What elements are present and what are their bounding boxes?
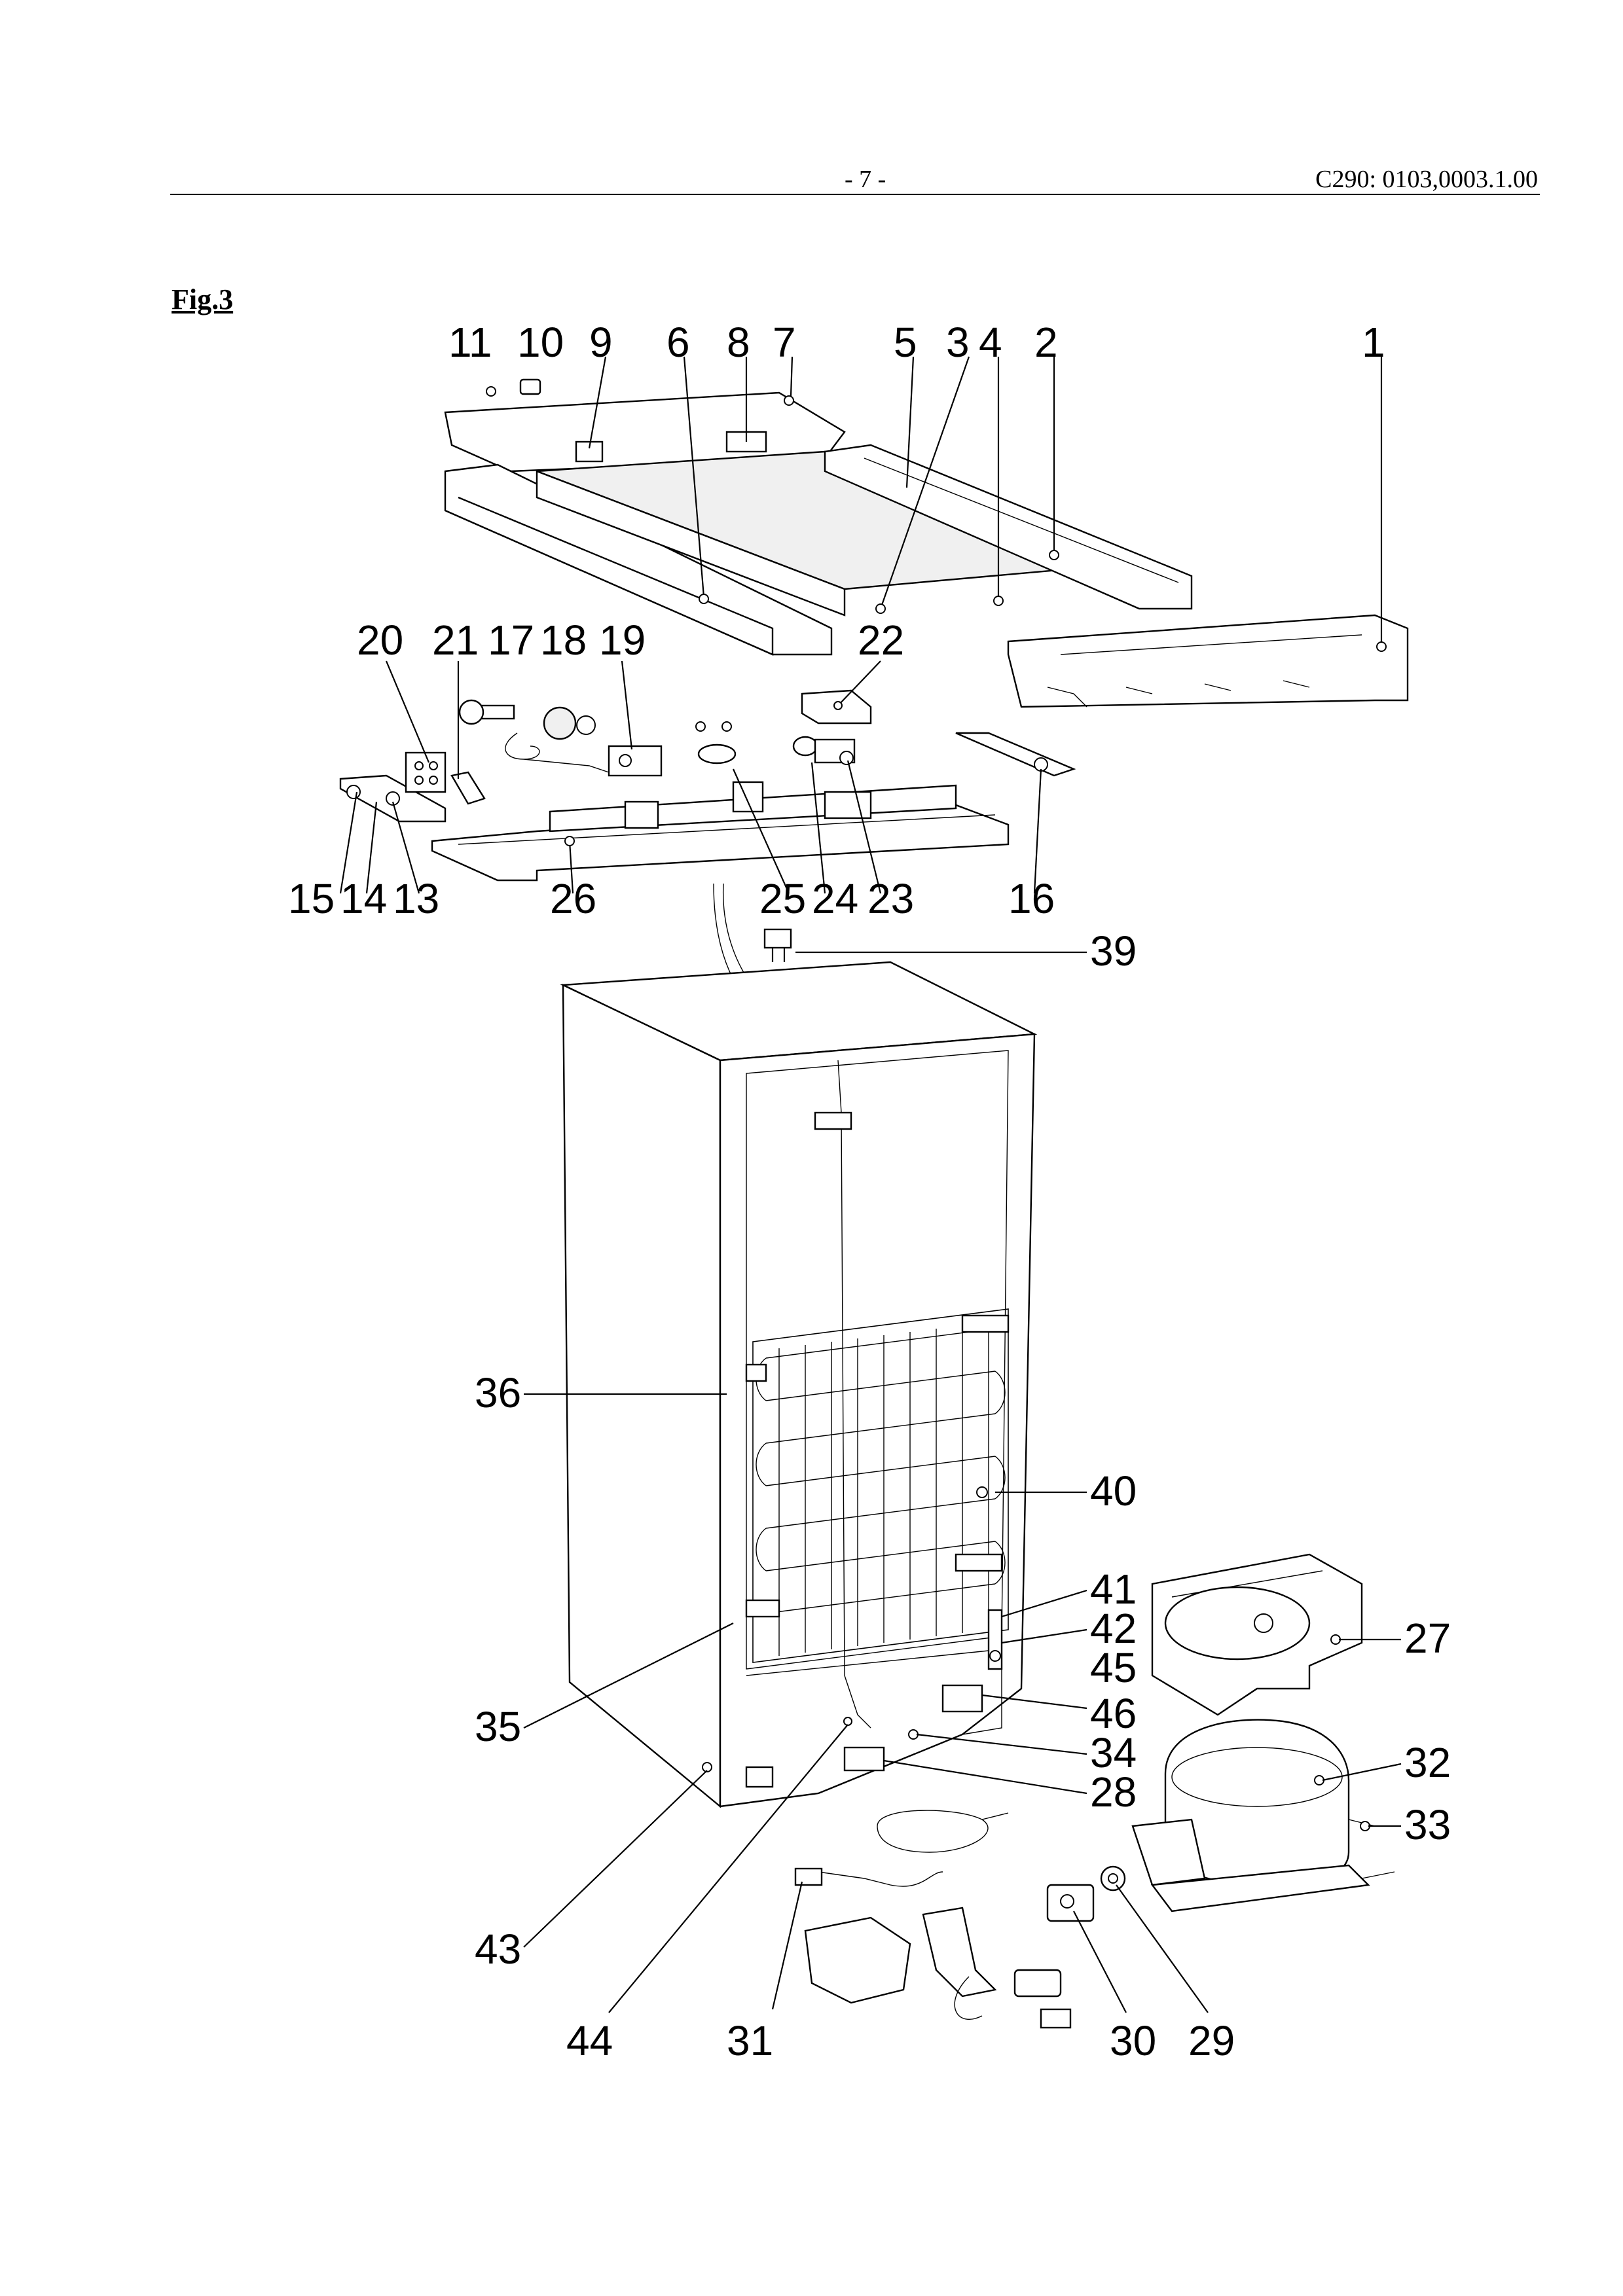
cabinet-leaders xyxy=(523,1393,1087,2013)
callout-4: 4 xyxy=(979,319,1002,366)
callout-labels: 1 2 3 4 5 6 7 8 9 10 11 13 14 15 16 17 1… xyxy=(288,319,1451,2064)
callout-18: 18 xyxy=(540,617,587,664)
callout-44: 44 xyxy=(566,2017,613,2064)
callout-23: 23 xyxy=(867,875,914,922)
clip-39 xyxy=(763,928,1087,962)
callout-10: 10 xyxy=(517,319,564,366)
compressor-32 xyxy=(1131,1719,1402,1912)
callout-5: 5 xyxy=(894,319,917,366)
callout-30: 30 xyxy=(1110,2017,1156,2064)
callout-11: 11 xyxy=(448,319,492,366)
callout-31: 31 xyxy=(727,2017,773,2064)
bottom-leaders xyxy=(771,1881,1209,2013)
callout-28: 28 xyxy=(1090,1768,1137,1816)
callout-15: 15 xyxy=(288,875,335,922)
callout-26: 26 xyxy=(550,875,596,922)
callout-13: 13 xyxy=(393,875,439,922)
callout-17: 17 xyxy=(488,617,534,664)
callout-16: 16 xyxy=(1008,875,1055,922)
callout-25: 25 xyxy=(759,875,806,922)
callout-6: 6 xyxy=(666,319,690,366)
document-code: C290: 0103,0003.1.00 xyxy=(1315,166,1538,193)
condenser xyxy=(745,1308,1010,1663)
callout-45: 45 xyxy=(1090,1644,1137,1691)
callout-36: 36 xyxy=(475,1369,521,1416)
callout-19: 19 xyxy=(599,617,646,664)
callout-27: 27 xyxy=(1404,1615,1451,1662)
callout-21: 21 xyxy=(432,617,479,664)
callout-32: 32 xyxy=(1404,1739,1451,1786)
top-cover-assembly xyxy=(444,378,1409,708)
callout-24: 24 xyxy=(812,875,858,922)
callout-46: 46 xyxy=(1090,1690,1137,1737)
callout-43: 43 xyxy=(475,1926,521,1973)
figure-label: Fig.3 xyxy=(172,283,234,315)
callout-9: 9 xyxy=(589,319,613,366)
callout-1: 1 xyxy=(1362,319,1385,366)
callout-29: 29 xyxy=(1188,2017,1235,2064)
callout-42: 42 xyxy=(1090,1605,1137,1652)
callout-7: 7 xyxy=(773,319,796,366)
callout-2: 2 xyxy=(1034,319,1058,366)
control-leaders xyxy=(339,660,1042,894)
compressor-base-27 xyxy=(1151,1553,1401,1716)
callout-41: 41 xyxy=(1090,1566,1137,1613)
callout-33: 33 xyxy=(1404,1801,1451,1848)
callout-35: 35 xyxy=(475,1703,521,1750)
refrigerator-cabinet xyxy=(560,961,1038,1808)
callout-34: 34 xyxy=(1090,1729,1137,1776)
page-number: - 7 - xyxy=(845,166,886,193)
callout-40: 40 xyxy=(1090,1467,1137,1515)
callout-3: 3 xyxy=(946,319,970,366)
top-leaders xyxy=(588,356,1387,652)
callout-14: 14 xyxy=(340,875,387,922)
callout-39: 39 xyxy=(1090,927,1137,975)
control-bracket-assembly xyxy=(339,689,1076,882)
header-rule xyxy=(170,194,1540,195)
callout-22: 22 xyxy=(858,617,904,664)
electrical-parts xyxy=(794,1810,1126,2029)
callout-20: 20 xyxy=(357,617,403,664)
callout-8: 8 xyxy=(727,319,750,366)
